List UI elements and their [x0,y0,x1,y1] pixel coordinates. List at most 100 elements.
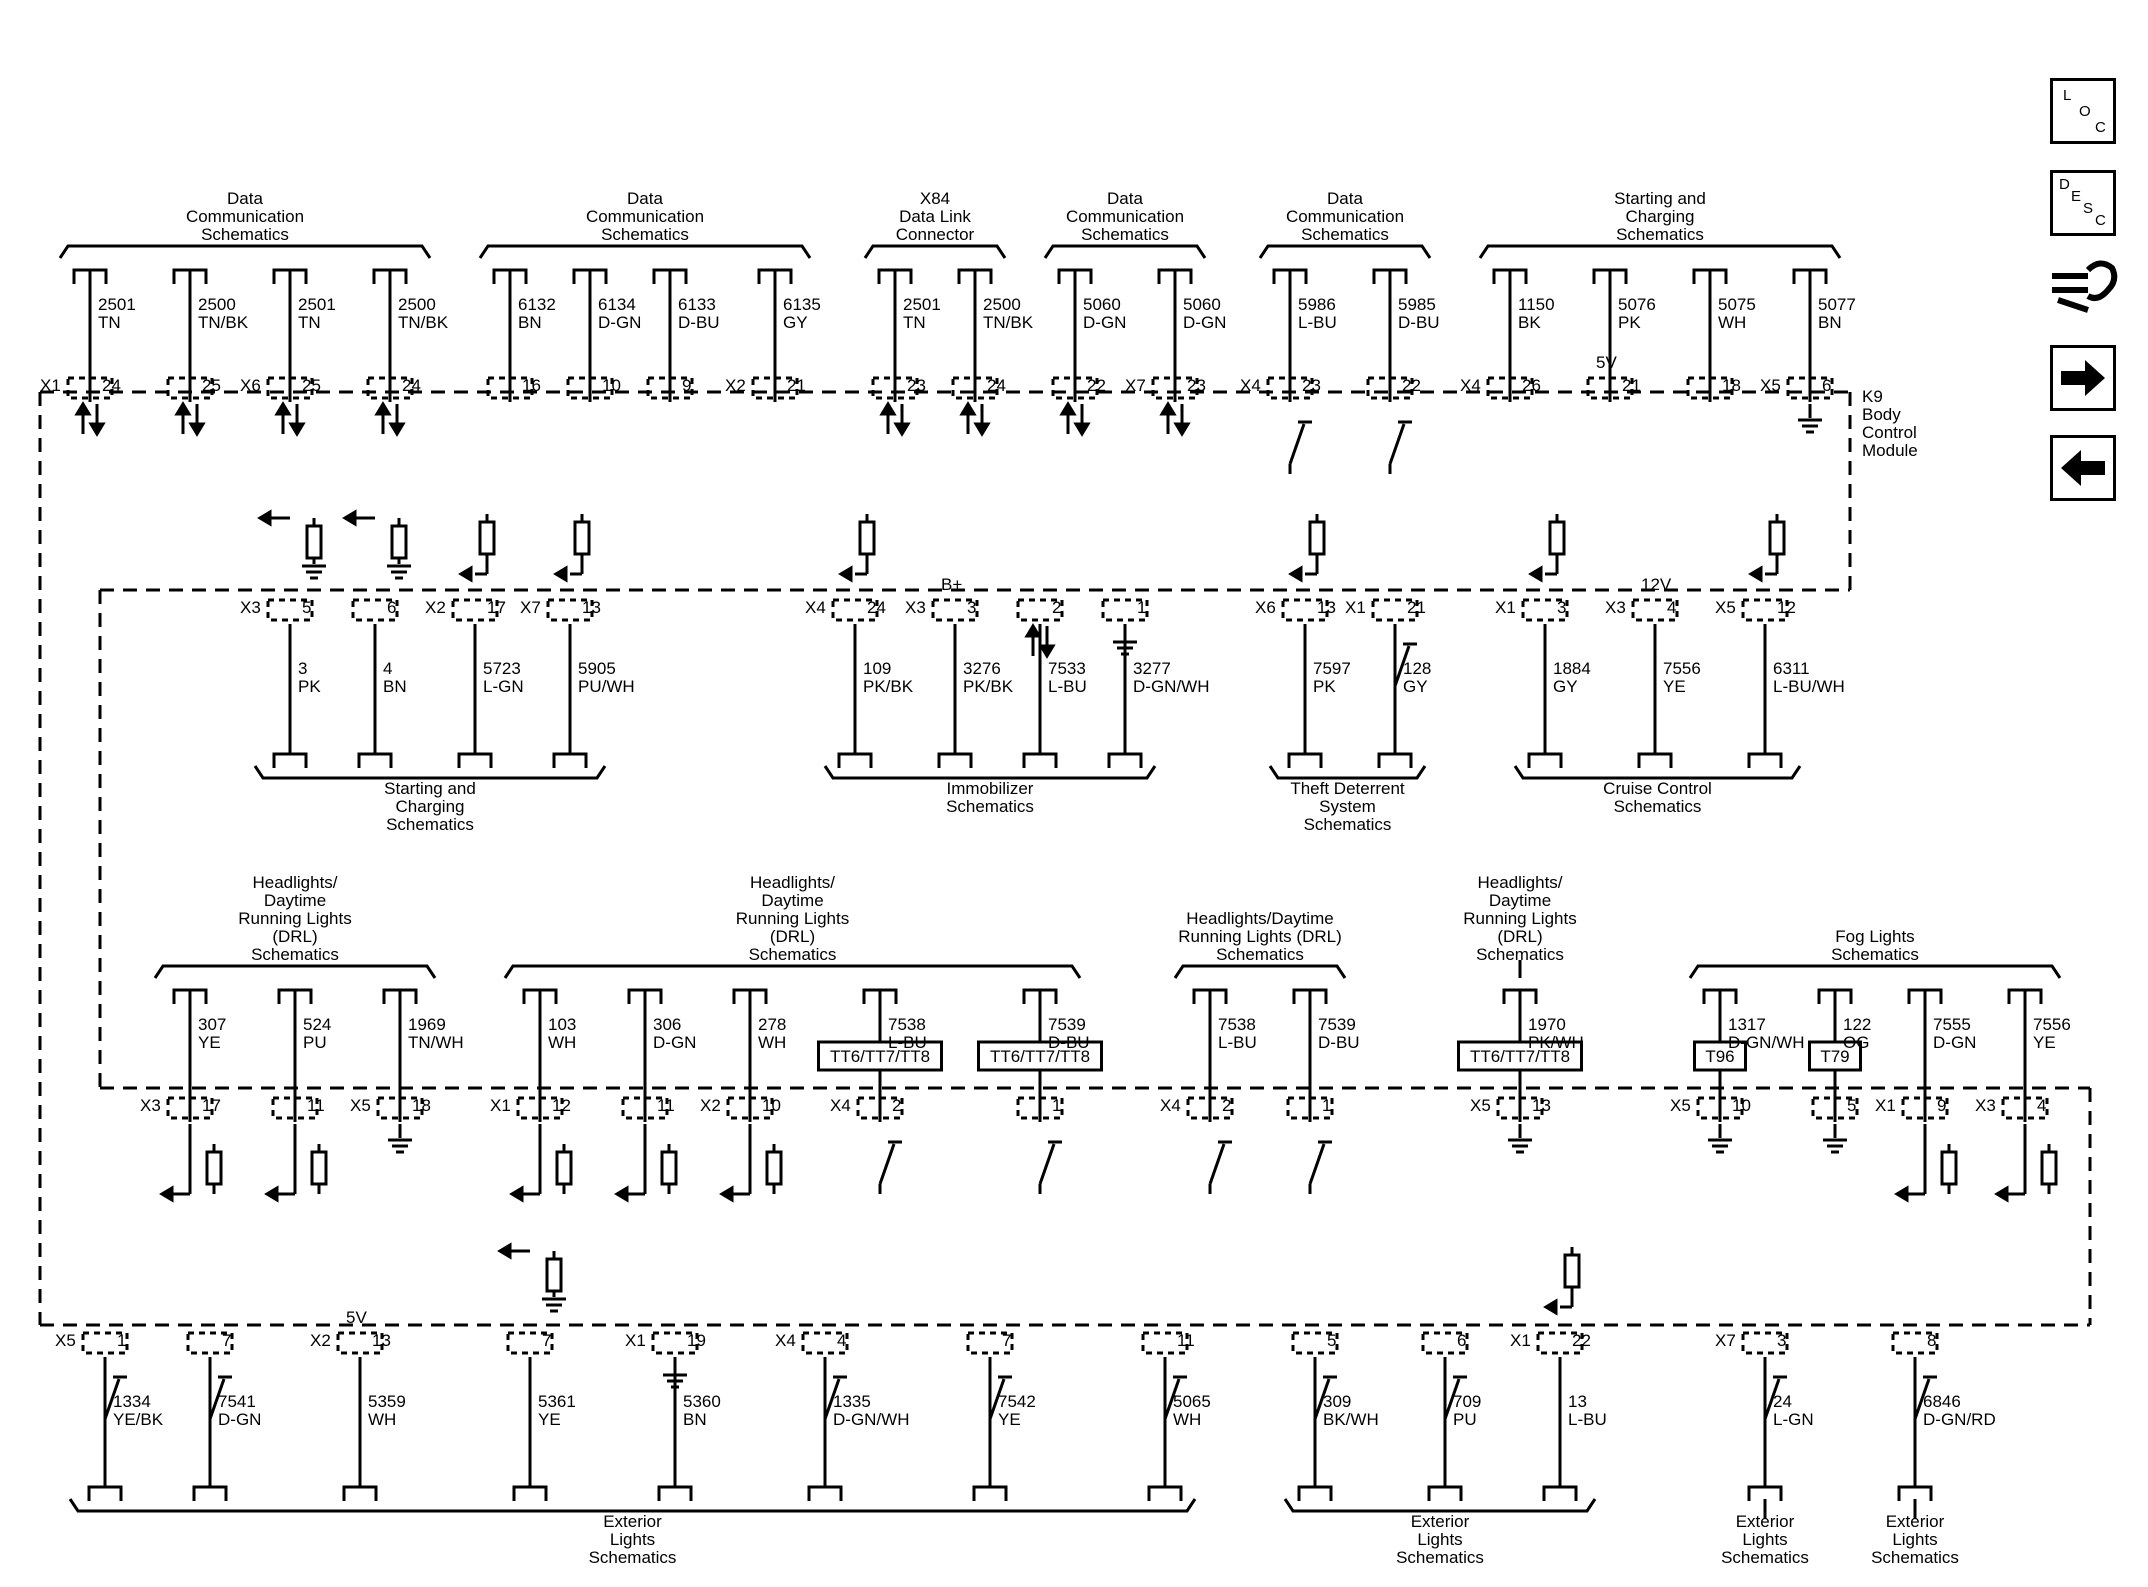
wire-color: PK [1313,677,1336,696]
wire-color: BN [1818,313,1842,332]
wire-color: D-GN [218,1410,261,1429]
schematic-reference-text: Theft Deterrent [1290,779,1405,798]
circuit-number: 103 [548,1015,576,1034]
harness-connector-icon [657,1485,693,1501]
connector-shell [751,376,799,400]
signal-arrow-icon [553,565,568,583]
connector-shell [166,1096,214,1120]
connector-plug-icon [2052,260,2118,313]
connector-shell [1421,1331,1469,1355]
schematic-reference-bracket [1478,244,1842,259]
pin-number: 10 [762,1096,781,1115]
schematic-reference-text: Schematics [1396,1548,1484,1567]
connector-id: X3 [140,1096,161,1115]
switch-icon [1763,1378,1781,1420]
pin-number: 6 [387,598,396,617]
connector-shell [1291,1331,1339,1355]
wire-color: BN [383,677,407,696]
harness-connector-icon [1147,1485,1183,1501]
wire-color: PK [298,677,321,696]
connector-shell [951,376,999,400]
module-name-text: K9 [1862,387,1883,406]
pullup-resistor-icon [1940,1150,1958,1186]
connector-id: X5 [1670,1096,1691,1115]
wire-color: YE [1663,677,1686,696]
desc-button[interactable]: D E S C [2050,170,2116,236]
connector-id: X1 [490,1096,511,1115]
circuit-number: 3276 [963,659,1001,678]
inline-connector-box [1693,1040,1747,1072]
pullup-resistor-icon [1548,520,1566,556]
schematic-reference-text: System [1319,797,1376,816]
connector-id: X5 [350,1096,371,1115]
wire-color: L-BU [888,1033,927,1052]
circuit-number: 1317 [1728,1015,1766,1034]
connector-id: X5 [1470,1096,1491,1115]
wire-color: PK [1618,313,1641,332]
bidirectional-arrow-icon [388,422,406,437]
supply-voltage-label: 5V [346,1308,367,1327]
pullup-resistor-icon [2040,1150,2058,1186]
connector-view-button[interactable] [2048,250,2120,322]
switch-icon [208,1378,226,1420]
connector-shell [726,1096,774,1120]
schematic-reference-text: Lights [1892,1530,1937,1549]
connector-id: X3 [1605,598,1626,617]
circuit-number: 5985 [1398,295,1436,314]
circuit-number: 5077 [1818,295,1856,314]
schematic-reference-text: Immobilizer [947,779,1034,798]
pin-number: 12 [1777,598,1796,617]
bidirectional-arrow-icon [88,422,106,437]
connector-shell [1486,376,1534,400]
inline-connector-label: T79 [1820,1047,1849,1066]
signal-arrow-icon [1994,1185,2009,1203]
switch-icon [1208,1143,1226,1185]
previous-page-button[interactable] [2050,435,2116,501]
schematic-reference-text: Headlights/Daytime [1186,909,1333,928]
connector-shell [1051,376,1099,400]
wire-color: YE [2033,1033,2056,1052]
wire-color: OG [1843,1033,1869,1052]
connector-id: X3 [905,598,926,617]
pin-number: 1 [117,1331,126,1350]
circuit-number: 7539 [1048,1015,1086,1034]
circuit-number: 2500 [398,295,436,314]
connector-shell [1696,1096,1744,1120]
pullup-resistor-icon [310,1150,328,1186]
schematic-reference-bracket [153,964,437,979]
circuit-number: 6132 [518,295,556,314]
schematic-reference-text: Data Link [899,207,971,226]
next-page-button[interactable] [2050,345,2116,411]
loc-button[interactable]: L O C [2050,78,2116,144]
connector-shell [1101,598,1149,622]
supply-voltage-label: 12V [1641,575,1672,594]
circuit-number: 5360 [683,1392,721,1411]
wire-color: TN/BK [198,313,249,332]
schematic-reference-text: Schematics [1831,945,1919,964]
schematic-reference-text: Headlights/ [252,873,337,892]
inline-connector-label: TT6/TT7/TT8 [990,1047,1090,1066]
schematic-reference-text: (DRL) [272,927,317,946]
wire-color: TN [98,313,121,332]
inline-connector-label: TT6/TT7/TT8 [1470,1047,1570,1066]
schematic-reference-text: Schematics [1614,797,1702,816]
pullup-resistor-icon [1563,1253,1581,1289]
pin-number: 22 [1572,1331,1591,1350]
wires [38,244,2092,1519]
pin-number: 24 [987,376,1006,395]
switch-icon [823,1378,841,1420]
signal-arrow-icon [614,1185,629,1203]
wire-color: D-GN [1933,1033,1976,1052]
schematic-reference-bracket [1173,964,1347,979]
wire-color: D-GN/WH [1133,677,1209,696]
connector-shell [966,1331,1014,1355]
connector-id: X4 [830,1096,851,1115]
schematic-reference-text: Connector [896,225,975,244]
harness-connector-icon [192,1485,228,1501]
connector-shell [1141,1331,1189,1355]
schematic-reference-text: Schematics [946,797,1034,816]
pullup-resistor-icon [573,520,591,556]
schematic-reference-text: Data [627,189,663,208]
desc-letter-4: C [2095,212,2106,229]
circuit-number: 24 [1773,1392,1792,1411]
